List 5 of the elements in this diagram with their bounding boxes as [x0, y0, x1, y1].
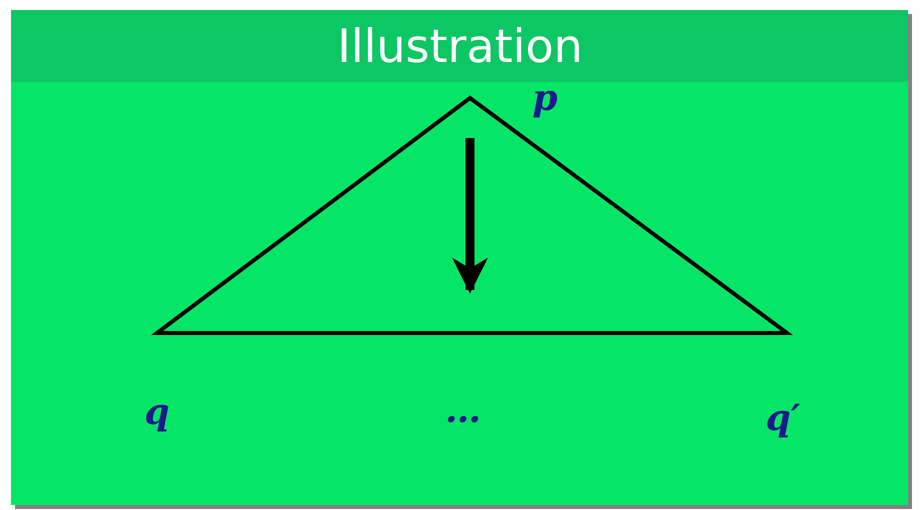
- vertex-label: q: [144, 392, 170, 432]
- block-title: Illustration: [337, 18, 583, 74]
- vertex-label: p: [532, 78, 558, 118]
- ellipsis-label: …: [445, 390, 481, 430]
- vertex-label: q′: [766, 398, 800, 438]
